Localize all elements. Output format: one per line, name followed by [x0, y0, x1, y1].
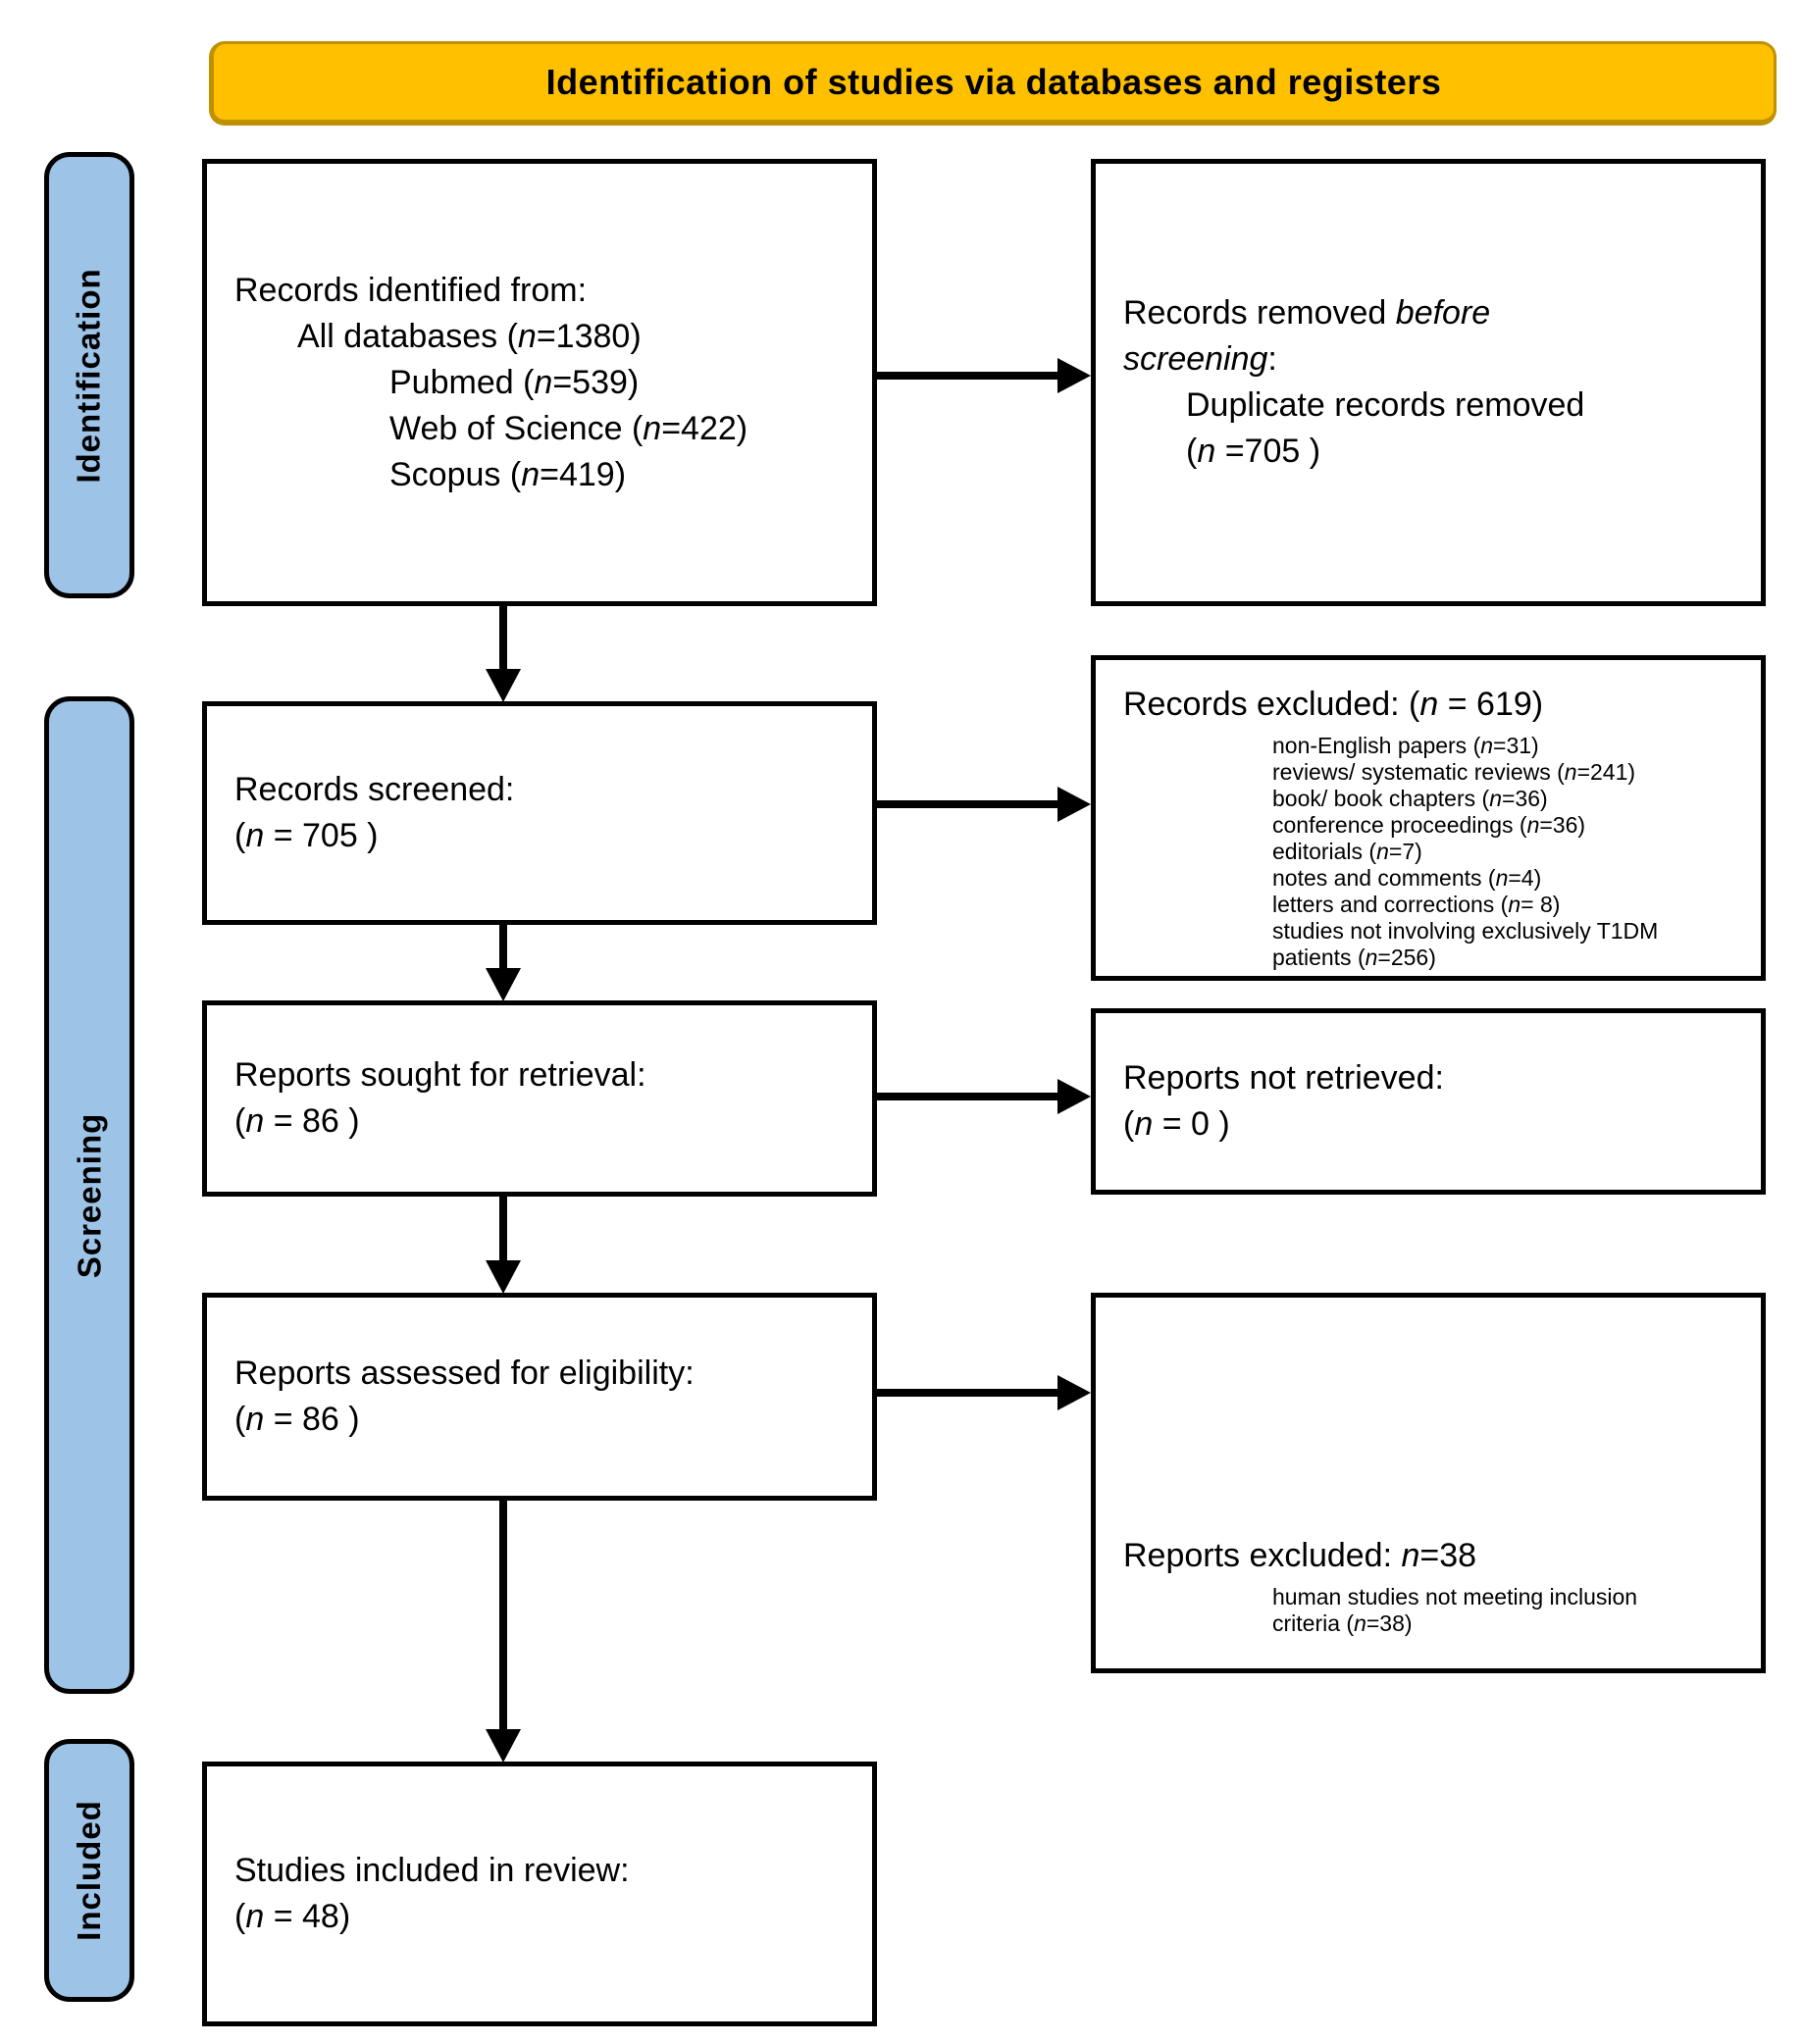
records-excluded-heading: Records excluded: (n = 619) [1123, 686, 1544, 723]
box-reports-excluded: Reports excluded: n=38 human studies not… [1091, 1293, 1766, 1673]
reason-line: patients (n=256) [1272, 945, 1436, 970]
reason-line: non-English papers (n=31) [1272, 733, 1539, 758]
arrow-assessed-to-included-line [499, 1501, 507, 1729]
arrow-sought-to-notretrieved-head [1057, 1079, 1091, 1114]
box-records-screened: Records screened: (n = 705 ) [202, 701, 877, 925]
text-line: Pubmed (n=539) [389, 363, 640, 401]
arrow-assessed-to-excluded-head [1057, 1375, 1091, 1410]
arrow-screened-to-excluded-line [877, 800, 1057, 808]
banner-title: Identification of studies via databases … [209, 41, 1777, 126]
stage-tab-included: Included [44, 1739, 134, 2002]
arrow-screened-to-sought-line [499, 925, 507, 968]
box-records-removed: Records removed before screening: Duplicat… [1091, 159, 1766, 606]
stage-tab-identification: Identification [44, 152, 134, 598]
arrow-sought-to-notretrieved-line [877, 1093, 1057, 1100]
reports-excluded-heading: Reports excluded: n=38 [1123, 1537, 1477, 1574]
reason-line: conference proceedings (n=36) [1272, 812, 1586, 838]
text-line: (n = 48) [234, 1898, 351, 1935]
reason-line: studies not involving exclusively T1DM [1272, 918, 1659, 944]
arrow-identified-to-removed-head [1057, 358, 1091, 393]
reason-line: book/ book chapters (n=36) [1272, 786, 1548, 811]
box-reports-not-retrieved: Reports not retrieved: (n = 0 ) [1091, 1008, 1766, 1195]
reason-line: criteria (n=38) [1272, 1610, 1413, 1636]
arrow-screened-to-excluded-head [1057, 787, 1091, 822]
stage-label-screening: Screening [71, 1112, 107, 1278]
text-line: Scopus (n=419) [389, 455, 627, 493]
text-line: Reports sought for retrieval: [234, 1056, 646, 1094]
text-line: (n = 86 ) [234, 1401, 360, 1438]
records-excluded-reasons: non-English papers (n=31)reviews/ system… [1123, 733, 1743, 971]
box-records-identified: Records identified from: All databases (n… [202, 159, 877, 606]
reason-line: reviews/ systematic reviews (n=241) [1272, 759, 1636, 785]
text-line: All databases (n=1380) [297, 317, 642, 355]
text-line: Records identified from: [234, 271, 588, 309]
text-line: (n =705 ) [1186, 433, 1321, 470]
reason-line: editorials (n=7) [1272, 839, 1422, 864]
arrow-sought-to-assessed-line [499, 1197, 507, 1260]
arrow-identified-to-removed-line [877, 372, 1057, 380]
stage-tab-screening: Screening [44, 696, 134, 1694]
text-line: Duplicate records removed [1186, 386, 1585, 424]
box-studies-included: Studies included in review: (n = 48) [202, 1762, 877, 2026]
text-line: Records screened: [234, 771, 515, 808]
arrow-identified-to-screened-head [486, 669, 521, 702]
text-line: Reports assessed for eligibility: [234, 1354, 695, 1392]
reason-line: human studies not meeting inclusion [1272, 1584, 1638, 1610]
box-records-excluded: Records excluded: (n = 619) non-English … [1091, 655, 1766, 981]
text-line: (n = 0 ) [1123, 1105, 1230, 1143]
arrow-assessed-to-excluded-line [877, 1389, 1057, 1397]
reason-line: notes and comments (n=4) [1272, 865, 1542, 891]
arrow-sought-to-assessed-head [486, 1260, 521, 1294]
text-line: Records removed before [1123, 294, 1491, 332]
text-line: Web of Science (n=422) [389, 409, 748, 447]
arrow-assessed-to-included-head [486, 1729, 521, 1763]
box-reports-assessed: Reports assessed for eligibility: (n = 86… [202, 1293, 877, 1501]
arrow-identified-to-screened-line [499, 606, 507, 669]
text-line: (n = 705 ) [234, 817, 379, 854]
stage-label-included: Included [71, 1800, 107, 1941]
arrow-screened-to-sought-head [486, 968, 521, 1001]
text-line: Reports not retrieved: [1123, 1059, 1444, 1097]
stage-label-identification: Identification [71, 267, 107, 484]
text-line: screening: [1123, 340, 1277, 378]
box-reports-sought: Reports sought for retrieval: (n = 86 ) [202, 1000, 877, 1197]
text-line: (n = 86 ) [234, 1102, 360, 1140]
text-line: Studies included in review: [234, 1852, 630, 1889]
reason-line: letters and corrections (n= 8) [1272, 892, 1561, 917]
